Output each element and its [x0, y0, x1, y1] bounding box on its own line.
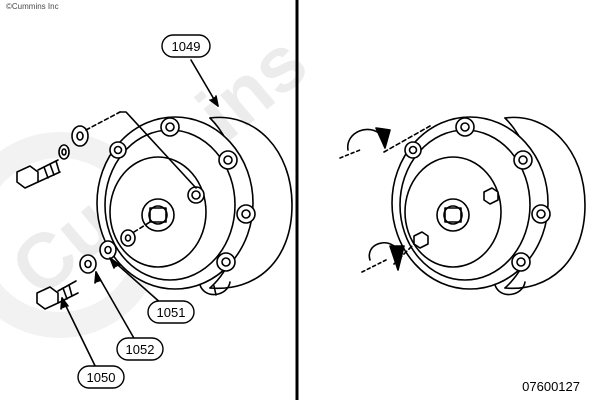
callout-1052: 1052 — [116, 337, 164, 361]
bolt-icon — [413, 231, 429, 249]
washer-icon — [58, 144, 70, 160]
bolt-icon — [483, 187, 499, 205]
washer-icon — [120, 229, 136, 247]
svg-text:1051: 1051 — [157, 305, 186, 320]
svg-text:1052: 1052 — [126, 342, 155, 357]
washer-icon — [71, 125, 89, 147]
lower-bolt-set — [36, 221, 151, 310]
rotation-arrow-icon — [361, 241, 405, 273]
washer-icon — [79, 254, 97, 274]
rotation-arrow-icon — [339, 127, 391, 159]
figure-number: 07600127 — [522, 379, 580, 394]
upper-bolt-set — [16, 111, 197, 189]
callout-1049: 1049 — [161, 34, 211, 58]
callout-1051: 1051 — [147, 300, 195, 324]
svg-text:1049: 1049 — [172, 39, 201, 54]
pump-assembly — [96, 116, 293, 296]
pump-assembly — [383, 116, 586, 296]
washer-icon — [99, 240, 117, 260]
svg-text:1050: 1050 — [87, 370, 116, 385]
right-panel — [339, 116, 586, 296]
left-panel: 1049 1051 1052 1050 — [16, 34, 293, 389]
bolt-icon — [36, 280, 79, 310]
bolt-icon — [16, 159, 61, 189]
copyright-text: ©Cummins Inc — [6, 2, 59, 11]
callout-1050: 1050 — [77, 365, 125, 389]
